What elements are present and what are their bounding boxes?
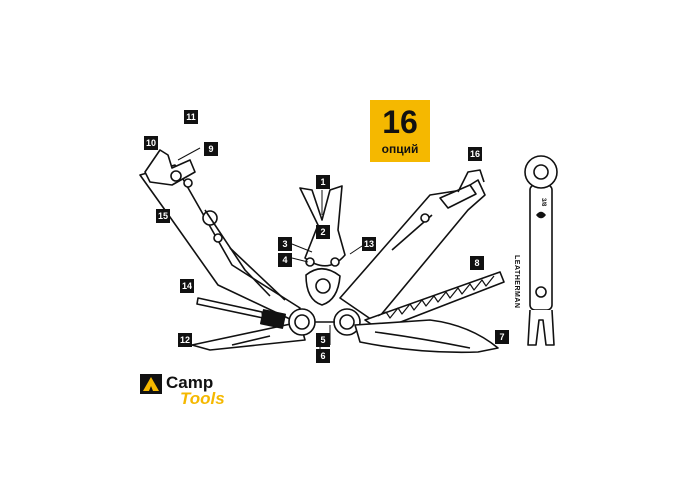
logo-word-tools: Tools bbox=[180, 389, 225, 408]
callout-7: 7 bbox=[495, 330, 509, 344]
callout-13: 13 bbox=[362, 237, 376, 251]
callout-11: 11 bbox=[184, 110, 198, 124]
callout-1: 1 bbox=[316, 175, 330, 189]
callout-15: 15 bbox=[156, 209, 170, 223]
callout-4: 4 bbox=[278, 253, 292, 267]
callout-6: 6 bbox=[316, 349, 330, 363]
callout-5: 5 bbox=[316, 333, 330, 347]
callout-2: 2 bbox=[316, 225, 330, 239]
options-caption: опций bbox=[381, 142, 419, 156]
callout-14: 14 bbox=[180, 279, 194, 293]
callout-16: 16 bbox=[468, 147, 482, 161]
key-size-label: 3/8 bbox=[540, 198, 546, 207]
left-tool-head bbox=[144, 149, 196, 186]
callout-12: 12 bbox=[178, 333, 192, 347]
key-brand-label: LEATHERMAN bbox=[513, 255, 520, 309]
left-blade bbox=[191, 321, 306, 351]
logo-word-camp: Camp bbox=[166, 373, 214, 392]
callout-8: 8 bbox=[470, 256, 484, 270]
camp-tools-logo: Camp Tools bbox=[140, 373, 260, 409]
options-count-badge: 16 опций bbox=[370, 100, 430, 162]
camp-tools-tent-icon bbox=[140, 374, 162, 394]
callout-3: 3 bbox=[278, 237, 292, 251]
callout-9: 9 bbox=[204, 142, 218, 156]
options-count: 16 bbox=[382, 104, 418, 140]
right-tool-arm bbox=[339, 179, 486, 323]
left-tool-arm bbox=[139, 164, 301, 321]
callout-10: 10 bbox=[144, 136, 158, 150]
knife-blade bbox=[354, 319, 499, 354]
